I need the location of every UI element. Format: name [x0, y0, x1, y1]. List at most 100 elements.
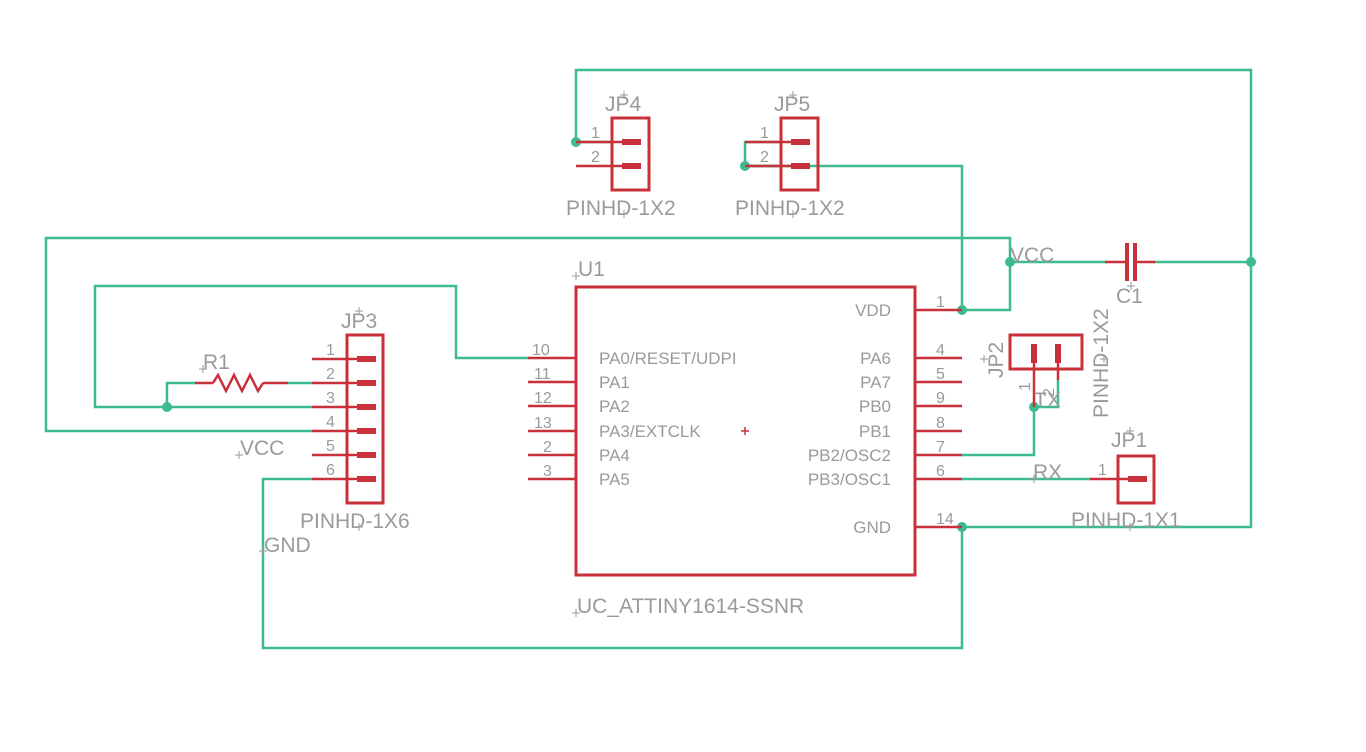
u1-left-pin-num: 12 — [534, 390, 552, 407]
jp1-symbol[interactable]: 1 JP1 PINHD-1X1 — [1071, 427, 1181, 532]
jp1-pin-pad — [1128, 476, 1147, 482]
jp5-pin-num: 2 — [760, 149, 769, 166]
jp1-refdes: JP1 — [1111, 429, 1147, 452]
net-vdd-rail — [574, 68, 1253, 529]
u1-right-pin-num: 4 — [936, 342, 945, 359]
net-label-vcc: VCC — [240, 437, 284, 460]
u1-value: UC_ATTINY1614-SSNR — [577, 595, 804, 618]
jp2-refdes: JP2 — [985, 342, 1008, 378]
jp5-pin-pad — [791, 139, 810, 145]
junction-dot — [162, 402, 172, 412]
u1-right-pin-num: 9 — [936, 390, 945, 407]
c1-plate[interactable] — [1125, 243, 1129, 281]
jp3-pins — [312, 356, 376, 482]
jp1-value: PINHD-1X1 — [1071, 509, 1181, 532]
net-label-rx: RX — [1033, 461, 1062, 484]
u1-left-pin-num: 10 — [532, 342, 550, 359]
u1-right-pin-name: PB3/OSC1 — [808, 470, 891, 489]
u1-left-pin-name: PA0/RESET/UDPI — [599, 349, 737, 368]
net-gnd — [261, 477, 964, 650]
r1-zigzag[interactable] — [211, 372, 265, 394]
jp4-pin-pad — [622, 139, 641, 145]
u1-left-pin-num: 11 — [534, 366, 551, 383]
jp1-pin-num: 1 — [1098, 462, 1107, 479]
u1-right-pin-num: 6 — [936, 463, 945, 480]
u1-right-pins — [915, 308, 962, 529]
c1-plate[interactable] — [1133, 243, 1137, 281]
jp3-pin-num: 5 — [326, 438, 335, 455]
net-label-gnd: GND — [264, 534, 311, 557]
u1-right-pin-num: 5 — [936, 366, 945, 383]
jp4-refdes: JP4 — [605, 93, 642, 116]
r1-refdes: R1 — [203, 351, 230, 374]
u1-left-pin-name: PA3/EXTCLK — [599, 422, 701, 441]
jp4-pin-pad — [622, 163, 641, 169]
jp3-pin-num: 6 — [326, 462, 335, 479]
jp4-value: PINHD-1X2 — [566, 197, 676, 220]
jp5-pin-pad — [791, 163, 810, 169]
jp5-refdes: JP5 — [774, 93, 810, 116]
jp3-pin-num: 4 — [326, 414, 335, 431]
jp3-pin-num: 1 — [326, 342, 335, 359]
junction-dot — [1246, 257, 1256, 267]
jp4-symbol[interactable]: 1 2 JP4 PINHD-1X2 — [566, 91, 676, 220]
net-r1-left — [165, 381, 197, 409]
u1-right-pin-name: PB1 — [859, 422, 891, 441]
jp2-value: PINHD-1X2 — [1090, 308, 1113, 418]
jp2-symbol[interactable]: 1 2 JP2 PINHD-1X2 — [980, 308, 1113, 418]
jp2-body[interactable] — [1008, 333, 1084, 371]
jp4-pin-num: 1 — [591, 125, 600, 142]
u1-left-pin-num: 2 — [543, 439, 552, 456]
jp3-pin-num: 2 — [326, 366, 335, 383]
jp3-refdes: JP3 — [341, 310, 377, 333]
wires — [44, 68, 1253, 650]
u1-right-pin-name: PA7 — [860, 373, 891, 392]
u1-right-pin-name: GND — [853, 518, 891, 537]
jp2-pin-pad — [1055, 344, 1061, 363]
net-updi — [93, 284, 530, 409]
jp3-pin-pad — [357, 356, 376, 362]
u1-left-pin-name: PA4 — [599, 446, 630, 465]
jp3-pin-pad — [357, 404, 376, 410]
u1-right-pin-num: 7 — [936, 439, 945, 456]
jp4-body[interactable] — [610, 116, 651, 192]
jp2-pin-pad — [1031, 344, 1037, 363]
jp3-pin-pad — [357, 476, 376, 482]
jp2-pin-num: 1 — [1017, 382, 1034, 391]
jp3-value: PINHD-1X6 — [300, 510, 410, 533]
u1-refdes: U1 — [578, 258, 605, 281]
u1-left-pin-name: PA1 — [599, 373, 630, 392]
jp4-pin-num: 2 — [591, 149, 600, 166]
u1-left-pin-name: PA2 — [599, 397, 630, 416]
jp3-pin-num: 3 — [326, 390, 335, 407]
jp3-symbol[interactable]: 1 2 3 4 5 6 JP3 PINHD-1X6 — [300, 307, 410, 533]
u1-right-pin-num: 1 — [936, 294, 945, 311]
jp3-pin-pad — [357, 380, 376, 386]
u1-right-pin-name: PA6 — [860, 349, 891, 368]
net-labels: VCC VCC GND TX RX — [235, 244, 1062, 557]
u1-left-pin-num: 3 — [543, 463, 552, 480]
net-label-vcc: VCC — [1010, 244, 1054, 267]
net-label-tx: TX — [1034, 389, 1061, 412]
c1-refdes: C1 — [1116, 285, 1143, 308]
u1-symbol[interactable]: 10 11 12 13 2 3 PA0/RESET/UDPI PA1 PA2 P… — [528, 258, 962, 618]
u1-right-pin-name: PB2/OSC2 — [808, 446, 891, 465]
net-vdd-vcc — [44, 236, 1012, 433]
jp5-symbol[interactable]: 1 2 JP5 PINHD-1X2 — [735, 91, 845, 220]
jp3-body[interactable] — [345, 333, 385, 505]
c1-symbol[interactable]: C1 — [1105, 243, 1155, 308]
jp5-body[interactable] — [779, 116, 820, 192]
u1-left-pin-num: 13 — [534, 415, 552, 432]
junction-dot — [1005, 257, 1015, 267]
jp3-pin-pad — [357, 452, 376, 458]
u1-right-pin-num: 8 — [936, 415, 945, 432]
jp5-pin-num: 1 — [760, 125, 769, 142]
jp5-value: PINHD-1X2 — [735, 197, 845, 220]
u1-left-pins — [528, 356, 576, 481]
u1-right-pin-name: PB0 — [859, 397, 891, 416]
u1-left-pin-name: PA5 — [599, 470, 630, 489]
u1-right-pin-num: 14 — [936, 511, 954, 528]
r1-symbol[interactable]: R1 — [195, 351, 288, 394]
u1-right-pin-name: VDD — [855, 301, 891, 320]
